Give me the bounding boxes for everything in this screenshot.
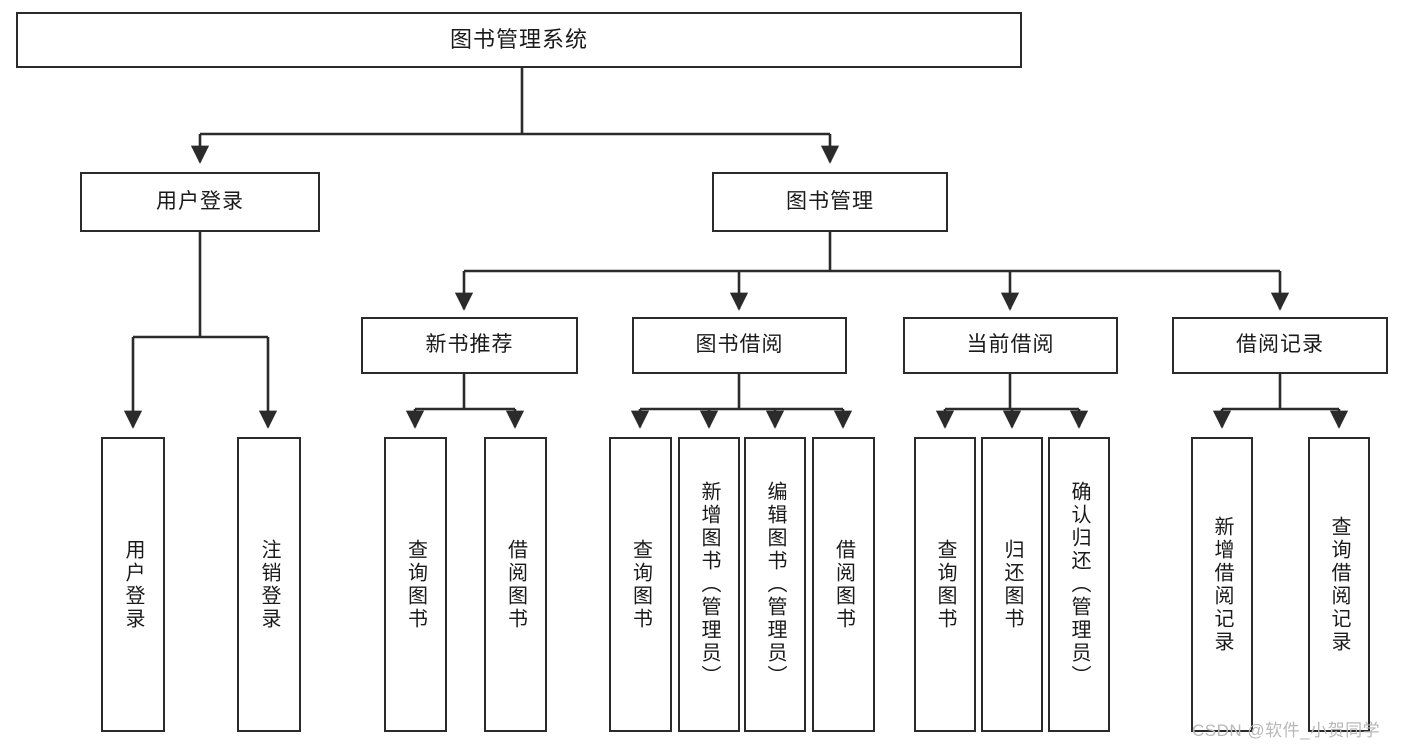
leaf-recommend-borrow-book[interactable]: 借阅图书 xyxy=(484,437,547,732)
node-new-book-recommend[interactable]: 新书推荐 xyxy=(361,317,578,374)
node-label: 新书推荐 xyxy=(425,333,514,357)
leaf-borrow-borrow-book[interactable]: 借阅图书 xyxy=(812,437,875,732)
node-label: 图书管理系统 xyxy=(449,27,588,53)
node-root-system[interactable]: 图书管理系统 xyxy=(16,12,1022,68)
node-label: 查询借阅记录 xyxy=(1328,515,1350,654)
node-label: 注销登录 xyxy=(258,538,280,631)
node-label: 借阅记录 xyxy=(1236,333,1324,357)
node-label: 新增借阅记录 xyxy=(1211,515,1233,654)
node-label: 查询图书 xyxy=(404,538,427,631)
node-label: 用户登录 xyxy=(122,538,144,631)
leaf-current-query-book[interactable]: 查询图书 xyxy=(914,437,976,732)
node-label: 借阅图书 xyxy=(832,538,855,631)
node-label: 当前借阅 xyxy=(966,333,1055,357)
node-label: 用户登录 xyxy=(156,189,244,213)
watermark-text: CSDN @软件_小贺同学 xyxy=(1192,721,1381,740)
node-label: 确认归还（管理员） xyxy=(1068,481,1090,688)
node-book-borrow[interactable]: 图书借阅 xyxy=(632,317,847,374)
node-label: 借阅图书 xyxy=(504,538,527,631)
node-label: 查询图书 xyxy=(629,538,652,631)
node-label: 新增图书（管理员） xyxy=(698,481,720,688)
leaf-record-query-record[interactable]: 查询借阅记录 xyxy=(1308,437,1370,732)
leaf-user-logout[interactable]: 注销登录 xyxy=(237,437,301,732)
node-label: 图书借阅 xyxy=(695,333,784,357)
leaf-user-login[interactable]: 用户登录 xyxy=(101,437,165,732)
node-book-management[interactable]: 图书管理 xyxy=(712,172,948,232)
node-label: 归还图书 xyxy=(1001,538,1023,631)
leaf-current-confirm-return[interactable]: 确认归还（管理员） xyxy=(1048,437,1110,732)
node-label: 查询图书 xyxy=(934,538,956,631)
node-borrow-record[interactable]: 借阅记录 xyxy=(1172,317,1388,374)
csdn-watermark: CSDN @软件_小贺同学 xyxy=(1192,716,1380,741)
leaf-current-return-book[interactable]: 归还图书 xyxy=(981,437,1043,732)
leaf-recommend-query-book[interactable]: 查询图书 xyxy=(384,437,447,732)
leaf-borrow-edit-book[interactable]: 编辑图书（管理员） xyxy=(744,437,806,732)
node-user-login[interactable]: 用户登录 xyxy=(80,172,320,232)
leaf-borrow-add-book[interactable]: 新增图书（管理员） xyxy=(678,437,740,732)
leaf-record-add-record[interactable]: 新增借阅记录 xyxy=(1191,437,1253,732)
leaf-borrow-query-book[interactable]: 查询图书 xyxy=(609,437,672,732)
node-label: 图书管理 xyxy=(786,189,874,213)
node-current-borrow[interactable]: 当前借阅 xyxy=(903,317,1118,374)
node-label: 编辑图书（管理员） xyxy=(764,481,786,688)
